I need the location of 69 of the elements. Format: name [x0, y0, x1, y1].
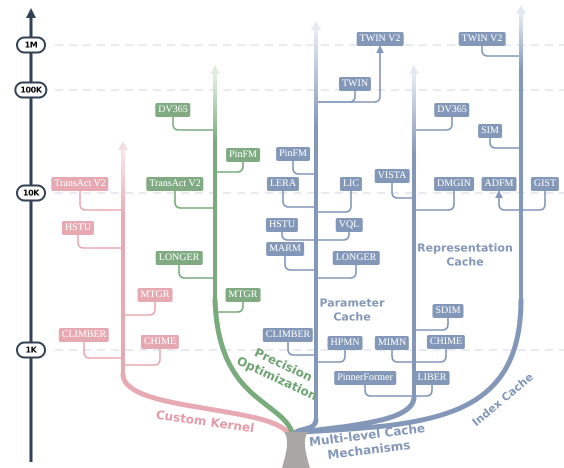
model-tag: LONGER — [332, 251, 380, 265]
connector — [415, 348, 447, 363]
connector — [415, 384, 433, 397]
scale-marker: 1K — [16, 342, 46, 358]
model-tag: TWIN V2 — [356, 32, 404, 46]
connector — [522, 190, 546, 211]
branch-stem — [412, 74, 416, 398]
connector — [124, 348, 161, 366]
connector — [282, 190, 315, 208]
tree-trunk — [282, 432, 310, 468]
model-tag: PinnerFormer — [334, 371, 396, 385]
connector — [317, 231, 350, 241]
connector — [495, 190, 520, 211]
branch-label: Representation Cache — [416, 241, 514, 269]
connector — [415, 190, 455, 211]
branch-label: Multi-level Cache Mechanisms — [307, 420, 427, 464]
model-tag: SDIM — [432, 304, 464, 318]
connector — [216, 301, 244, 313]
branch-stem — [213, 74, 217, 300]
model-tag: PinFM — [226, 148, 260, 162]
branch-label: Parameter Cache — [318, 296, 386, 324]
branch-stem — [314, 30, 318, 420]
connector — [317, 190, 352, 213]
model-tag: TransAct V2 — [51, 177, 109, 191]
connector — [79, 190, 122, 211]
model-tag: TWIN — [338, 77, 372, 91]
model-tag: GIST — [530, 177, 560, 191]
model-tag: SIM — [478, 124, 502, 138]
connector — [284, 255, 315, 271]
connector — [317, 90, 356, 103]
model-tag: VISTA — [374, 169, 410, 183]
model-tag: LIC — [340, 177, 362, 191]
model-tag: ADFM — [482, 177, 516, 191]
model-tag: MIMN — [374, 336, 410, 350]
model-tag: TWIN V2 — [458, 32, 506, 46]
model-tag: MTGR — [138, 288, 172, 302]
model-tag: HSTU — [62, 221, 94, 235]
connector — [391, 182, 413, 199]
branch-label: Custom Kernel — [154, 406, 256, 438]
branch — [294, 418, 318, 434]
model-tag: MTGR — [226, 288, 260, 302]
connector — [481, 45, 520, 57]
model-tag: DV365 — [434, 103, 470, 117]
model-tag: LERA — [266, 177, 300, 191]
model-tag: CHIME — [426, 335, 466, 349]
scale-marker: 1M — [16, 36, 46, 54]
connector — [287, 341, 315, 356]
model-tag: PinFM — [276, 147, 310, 161]
model-tag: DV365 — [155, 103, 191, 117]
model-tag: LIBER — [414, 371, 450, 385]
connector — [83, 341, 122, 359]
model-tag: LONGER — [156, 251, 202, 265]
connector — [174, 190, 214, 209]
model-tag: CLIMBER — [58, 328, 110, 342]
branch — [212, 298, 294, 434]
model-tag: MARM — [266, 242, 304, 256]
branch-stem — [519, 14, 523, 300]
model-tag: HSTU — [266, 218, 298, 232]
scale-marker: 10K — [16, 184, 46, 202]
connector — [317, 349, 346, 363]
model-tag: DMGIN — [434, 177, 474, 191]
model-tag: HPMN — [328, 336, 362, 350]
scale-marker: 100K — [14, 82, 48, 98]
model-tag: VQL — [336, 218, 362, 232]
connector — [391, 349, 413, 363]
model-tag: CHIME — [140, 335, 180, 349]
model-tag: TransAct V2 — [146, 177, 204, 191]
branch-stem — [121, 150, 125, 375]
model-tag: CLIMBER — [262, 328, 314, 342]
